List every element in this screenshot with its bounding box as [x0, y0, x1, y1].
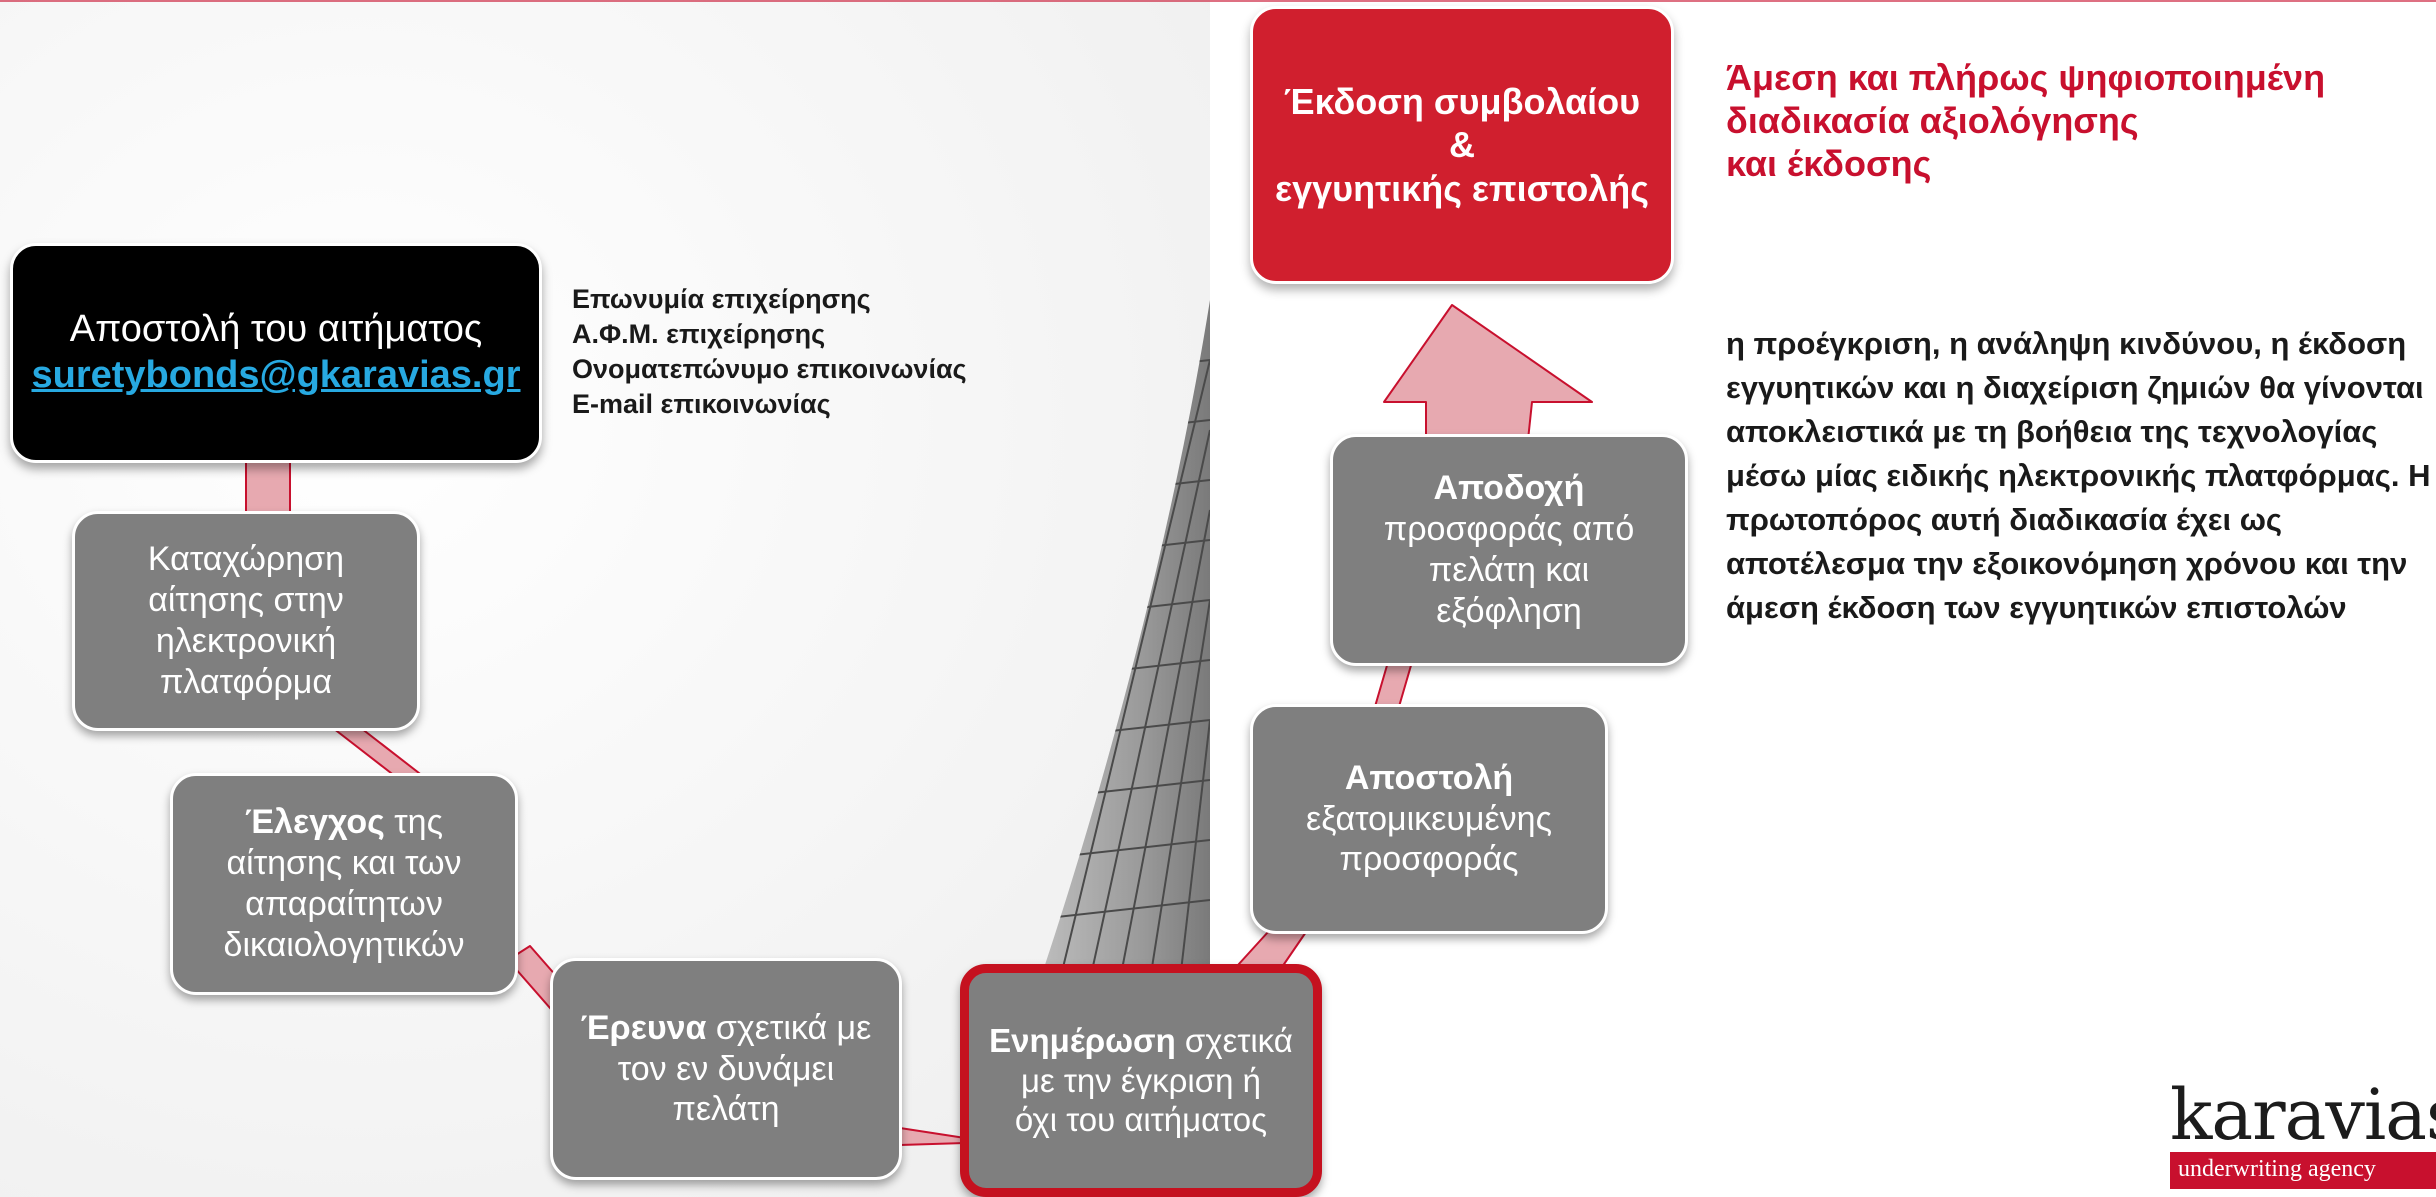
step-issuance-box: Έκδοση συμβολαίου & εγγυητικής επιστολής	[1250, 6, 1674, 284]
building-image	[1040, 300, 1210, 980]
step-offer-box: Αποστολή εξατομικευμένης προσφοράς	[1250, 704, 1608, 934]
headline: Άμεση και πλήρως ψηφιοποιημένη διαδικασί…	[1726, 57, 2326, 184]
arrow-segment	[1373, 661, 1413, 711]
send-request-box: Αποστολή του αιτήματος suretybonds@gkara…	[10, 243, 542, 463]
field-item: Επωνυμία επιχείρησης	[572, 284, 871, 314]
field-item: Α.Φ.Μ. επιχείρησης	[572, 319, 826, 349]
top-rule	[0, 0, 2436, 2]
step-notification-box: Ενημέρωση σχετικά με την έγκριση ή όχι τ…	[960, 964, 1322, 1197]
step-acceptance-box: Αποδοχή προσφοράς από πελάτη και εξόφλησ…	[1330, 434, 1688, 666]
send-request-title: Αποστολή του αιτήματος	[69, 308, 483, 351]
arrow-head	[1383, 304, 1593, 441]
email-link[interactable]: suretybonds@gkaravias.gr	[31, 354, 521, 396]
description-paragraph: η προέγκριση, η ανάληψη κινδύνου, η έκδο…	[1726, 326, 2431, 625]
step-registration-box: Καταχώρηση αίτησης στην ηλεκτρονική πλατ…	[72, 511, 420, 731]
field-item: Ονοματεπώνυμο επικοινωνίας	[572, 354, 967, 384]
step-research-box: Έρευνα σχετικά με τον εν δυνάμει πελάτη	[550, 958, 902, 1180]
karavias-logo: karavias underwriting agency	[2170, 1074, 2436, 1189]
required-fields-list: Επωνυμία επιχείρησης Α.Φ.Μ. επιχείρησης …	[572, 282, 967, 422]
step-check-box: Έλεγχος της αίτησης και των απαραίτητων …	[170, 773, 518, 995]
arrow-segment	[899, 1127, 966, 1146]
logo-wordmark: karavias	[2170, 1074, 2436, 1156]
field-item: E-mail επικοινωνίας	[572, 389, 831, 419]
logo-tagline: underwriting agency	[2170, 1152, 2436, 1189]
